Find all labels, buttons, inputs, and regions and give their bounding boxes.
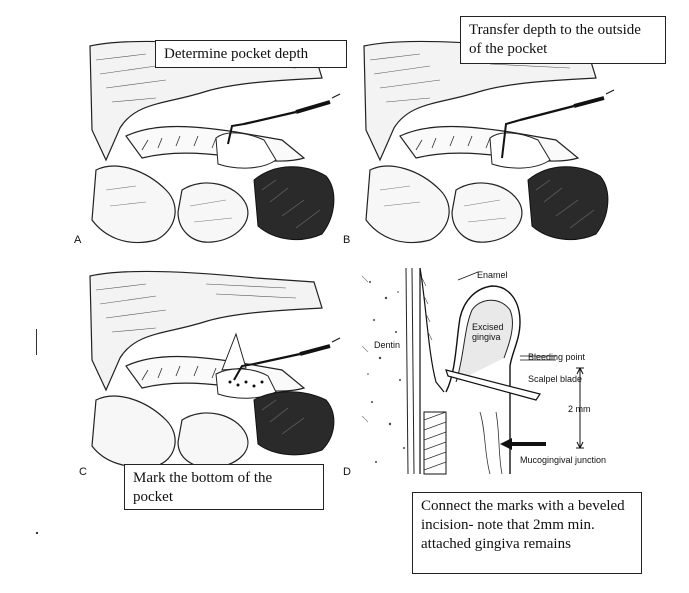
label-scalpel-blade: Scalpel blade	[528, 374, 583, 384]
label-dentin: Dentin	[374, 340, 401, 350]
label-mucogingival-junction: Mucogingival junction	[520, 455, 607, 465]
callout-a: Determine pocket depth	[155, 40, 347, 68]
callout-c: Mark the bottom of the pocket	[124, 464, 324, 510]
margin-dot	[36, 532, 38, 534]
panel-letter-b: B	[343, 234, 351, 246]
margin-bar	[36, 329, 37, 355]
illustration-panel-a	[86, 40, 344, 250]
panel-letter-d: D	[343, 466, 351, 478]
illustration-panel-b	[360, 40, 618, 250]
callout-d: Connect the marks with a beveled incisio…	[412, 492, 642, 574]
label-enamel: Enamel	[477, 270, 508, 280]
label-measurement: 2 mm	[568, 404, 591, 414]
callout-c-text: Mark the bottom of the pocket	[133, 470, 273, 505]
cross-section-panel-d	[360, 262, 630, 480]
callout-b-text: Transfer depth to the outside of the poc…	[469, 22, 641, 57]
panel-letter-a: A	[74, 234, 82, 246]
callout-b: Transfer depth to the outside of the poc…	[460, 16, 666, 64]
illustration-panel-c	[86, 270, 344, 470]
label-bleeding-point: Bleeding point	[528, 352, 586, 362]
callout-d-text: Connect the marks with a beveled incisio…	[421, 498, 625, 552]
callout-a-text: Determine pocket depth	[164, 46, 309, 62]
label-excised-gingiva: Excised gingiva	[472, 322, 504, 342]
panel-letter-c: C	[79, 466, 87, 478]
